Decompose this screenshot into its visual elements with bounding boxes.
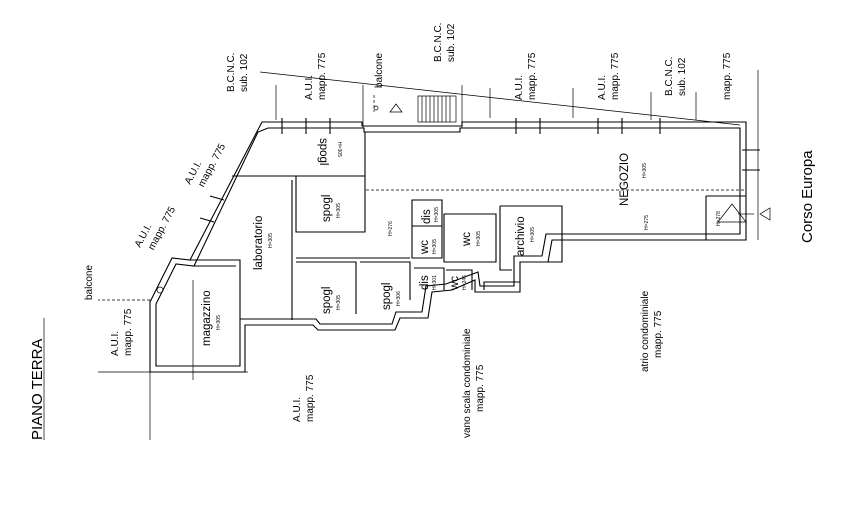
room-wc-a-height: H=305 (432, 239, 438, 254)
neighbor-bcnc-b-line1: B.C.N.C. (433, 23, 444, 62)
room-magazzino-height: H=305 (216, 315, 222, 330)
room-spogl-mid-height: H=305 (336, 203, 342, 218)
neighbor-aui-left-line2: mapp. 775 (123, 308, 134, 356)
room-laboratorio: laboratorio (253, 216, 265, 270)
atrio-line1: atrio condominiale (640, 290, 651, 372)
vano-scala-line2: mapp. 775 (475, 364, 486, 412)
room-spogl-bottom-mid: spogl (381, 283, 393, 311)
room-laboratorio-height: H=305 (268, 233, 274, 248)
entry-arrow (717, 203, 771, 223)
room-wc-c-height: H=246 (462, 275, 468, 290)
neighbor-bcnc-c-line2: sub. 102 (677, 57, 688, 96)
room-spogl-top: spogl (317, 138, 329, 166)
neighbor-aui-bottom-line1: A.U.I. (292, 397, 303, 422)
room-archivio-height: H=305 (530, 227, 536, 242)
neighbor-bcnc-c-line1: B.C.N.C. (664, 57, 675, 96)
corridor-height: H=276 (388, 221, 394, 236)
outer-walls (149, 121, 747, 373)
room-wc-b-height: H=305 (476, 231, 482, 246)
vano-scala-line1: vano scala condominiale (462, 328, 473, 438)
balcone-top-label: balcone (374, 53, 385, 88)
neighbor-aui-top2-line2: mapp. 775 (527, 52, 538, 100)
room-spogl-top-height: H=305 (336, 142, 342, 157)
neighbor-aui-bottom-line2: mapp. 775 (305, 374, 316, 422)
room-archivio: archivio (515, 216, 527, 256)
room-magazzino: magazzino (201, 290, 213, 346)
room-wc-b: wc (461, 232, 473, 247)
neighbor-aui-top1-line1: A.U.I. (304, 75, 315, 100)
neighbor-bcnc-a-line2: sub. 102 (239, 53, 250, 92)
windows (199, 118, 760, 223)
stairs (156, 95, 457, 294)
room-dis-a-height: H=305 (434, 207, 440, 222)
neighbor-aui-top3-line2: mapp. 775 (610, 52, 621, 100)
neighbor-aui-left-line1: A.U.I. (110, 331, 121, 356)
room-dis-b: dis (419, 275, 431, 290)
balcone-left-label: balcone (84, 265, 95, 300)
room-negozio-height-1: H=305 (642, 163, 648, 178)
interior-walls (98, 95, 746, 320)
room-dis-b-height: H=301 (432, 275, 438, 290)
plan-title: PIANO TERRA (29, 339, 46, 440)
neighbor-aui-top2-line1: A.U.I. (514, 75, 525, 100)
reference-lines (98, 70, 759, 440)
room-negozio: NEGOZIO (619, 153, 631, 206)
room-wc-a: wc (419, 240, 431, 255)
room-spogl-bottom-mid-height: H=306 (396, 291, 402, 306)
atrio-line2: mapp. 775 (653, 310, 664, 358)
room-spogl-bottom-left: spogl (321, 287, 333, 315)
room-spogl-bottom-left-height: H=305 (336, 295, 342, 310)
entry-height: H=278 (716, 211, 722, 226)
room-wc-c: wc (449, 276, 461, 291)
neighbor-mapp-right: mapp. 775 (722, 52, 733, 100)
neighbor-aui-top1-line2: mapp. 775 (317, 52, 328, 100)
room-spogl-mid: spogl (321, 195, 333, 223)
room-negozio-height-2: H=275 (644, 215, 650, 230)
street-label: Corso Europa (799, 150, 816, 243)
room-dis-a: dis (421, 209, 433, 224)
neighbor-bcnc-b-line2: sub. 102 (446, 23, 457, 62)
neighbor-bcnc-a-line1: B.C.N.C. (226, 53, 237, 92)
neighbor-aui-top3-line1: A.U.I. (597, 75, 608, 100)
